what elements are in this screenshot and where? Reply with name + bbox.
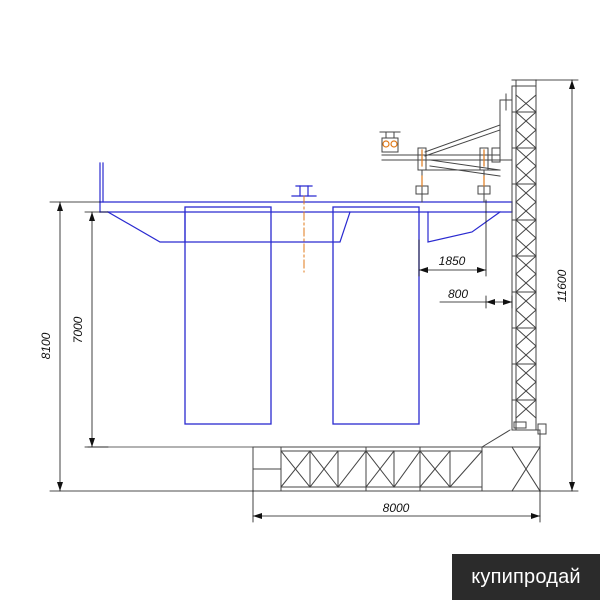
bridge-deck [99,162,513,243]
dimension-arrows [57,80,575,519]
lattice-tower [495,79,537,431]
dimension-label-8000: 8000 [383,501,410,515]
dimension-label-1850: 1850 [439,254,466,268]
watermark-text: купипродай [471,565,581,588]
pier-right [332,206,420,425]
dimension-label-8100: 8100 [39,332,53,359]
dimension-label-11600: 11600 [555,269,569,302]
pier-left [184,206,272,425]
bottom-truss [252,421,547,492]
watermark-badge: купипродай [452,554,600,600]
top-gantry [379,124,501,203]
dimension-lines [49,79,579,523]
dimension-label-800: 800 [448,287,468,301]
dimension-label-7000: 7000 [71,316,85,343]
gantry-accents [382,140,485,187]
